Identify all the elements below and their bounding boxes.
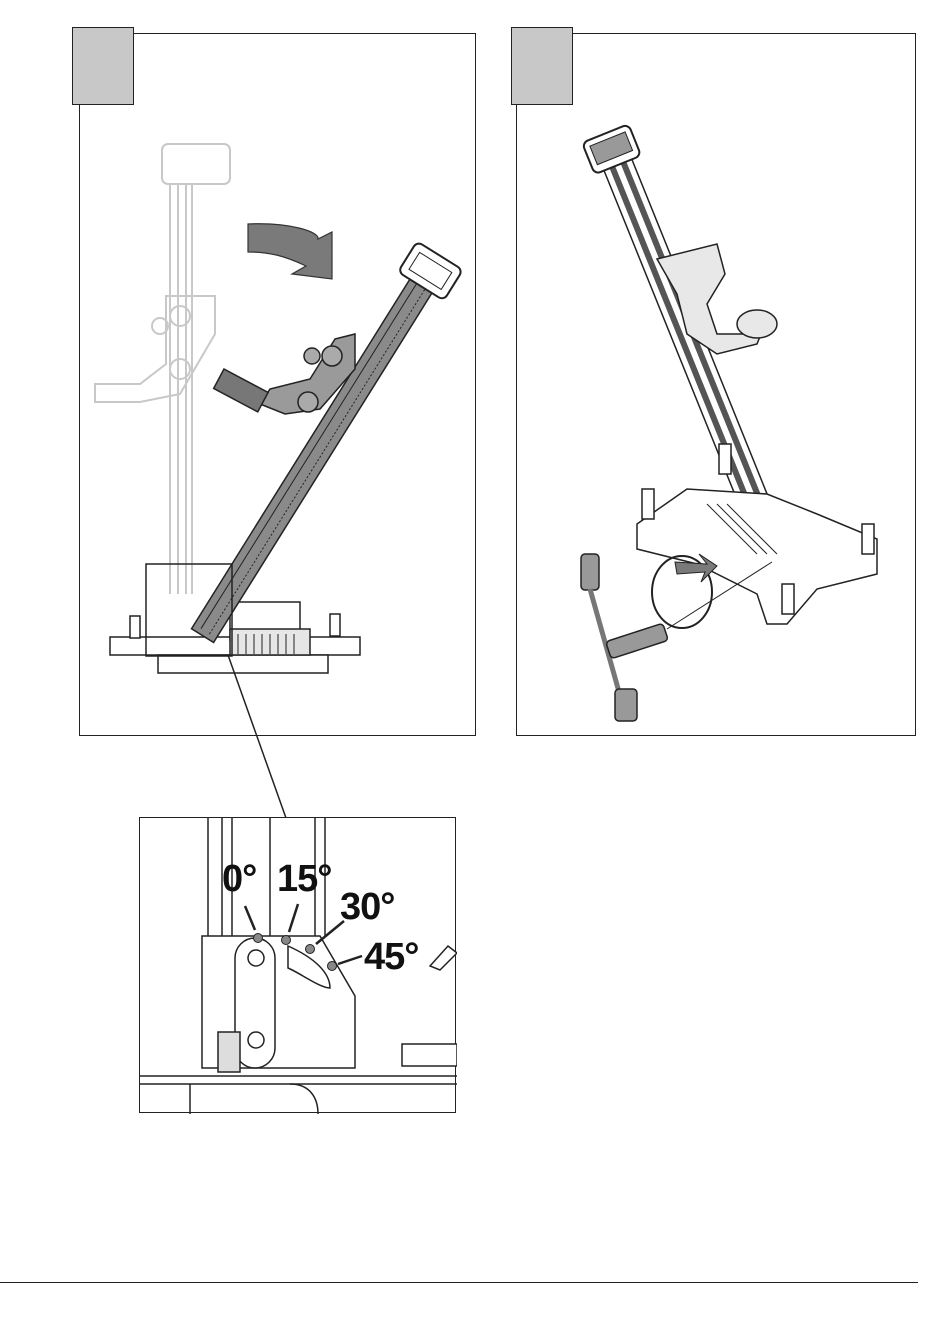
angle-label-30: 30° xyxy=(340,888,394,926)
angle-label-45: 45° xyxy=(364,938,418,976)
angle-label-0: 0° xyxy=(222,860,256,898)
footer-rule xyxy=(0,1282,918,1283)
angle-label-15: 15° xyxy=(277,860,331,898)
angle-detail-panel: 0° 15° 30° 45° xyxy=(139,817,456,1113)
